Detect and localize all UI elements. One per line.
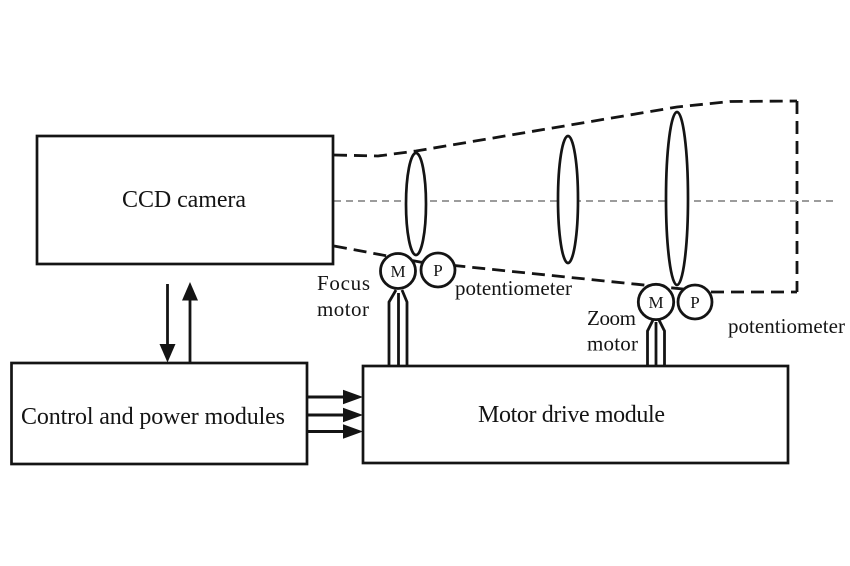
svg-text:P: P [690, 293, 699, 312]
svg-text:motor: motor [317, 297, 369, 321]
svg-text:M: M [648, 293, 663, 312]
svg-text:Zoom: Zoom [587, 306, 636, 330]
svg-text:M: M [390, 262, 405, 281]
svg-text:Motor drive module: Motor drive module [478, 402, 665, 428]
svg-text:motor: motor [587, 332, 638, 356]
svg-text:CCD camera: CCD camera [122, 187, 246, 213]
svg-text:Focus: Focus [317, 271, 370, 295]
svg-text:potentiometer: potentiometer [455, 276, 572, 300]
svg-text:Control and power modules: Control and power modules [21, 404, 285, 430]
svg-text:potentiometer: potentiometer [728, 314, 845, 338]
svg-text:P: P [433, 261, 442, 280]
